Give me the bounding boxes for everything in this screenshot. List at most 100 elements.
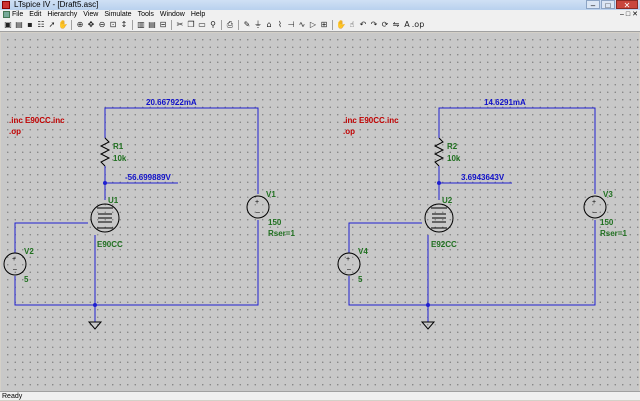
rotate-icon[interactable]: ⟳ bbox=[381, 20, 389, 29]
right-circuit: + – + – .inc E90CC.inc .op 14.6291mA 3.6… bbox=[337, 98, 627, 330]
print-icon[interactable]: ⎙ bbox=[226, 20, 234, 29]
zoom-in-icon[interactable]: ⊕ bbox=[76, 20, 84, 29]
resistor-r2[interactable] bbox=[433, 137, 445, 167]
label-icon[interactable]: ⌂ bbox=[266, 20, 272, 29]
component-name: U1 bbox=[108, 196, 119, 205]
zoom-out-icon[interactable]: ⊖ bbox=[98, 20, 106, 29]
ground-symbol[interactable] bbox=[420, 321, 436, 330]
ground-symbol[interactable] bbox=[87, 321, 103, 330]
find-icon[interactable]: ⚲ bbox=[210, 20, 216, 29]
autorange-icon[interactable]: ↕ bbox=[120, 20, 128, 29]
diode-icon[interactable]: ▷ bbox=[309, 20, 317, 29]
menu-tools[interactable]: Tools bbox=[137, 11, 154, 18]
wire[interactable] bbox=[104, 107, 259, 194]
node-voltage-label: -56.699889V bbox=[125, 173, 171, 182]
wire[interactable] bbox=[14, 220, 259, 306]
spice-directive-include[interactable]: .inc E90CC.inc bbox=[343, 116, 399, 125]
mirror-icon[interactable]: ⇋ bbox=[392, 20, 400, 29]
move-icon[interactable]: ✋ bbox=[336, 20, 346, 29]
menu-bar: File Edit Hierarchy View Simulate Tools … bbox=[0, 10, 640, 19]
halt-icon[interactable]: ✋ bbox=[58, 20, 68, 29]
component-value: E90CC bbox=[97, 240, 123, 249]
svg-text:+: + bbox=[12, 256, 16, 263]
component-icon[interactable]: ⊞ bbox=[320, 20, 328, 29]
component-name: V1 bbox=[266, 190, 276, 199]
component-name: R1 bbox=[113, 142, 124, 151]
toolbar-separator bbox=[332, 20, 333, 30]
resistor-r1[interactable] bbox=[99, 137, 111, 167]
close-window-icon[interactable]: ⊟ bbox=[159, 20, 167, 29]
paste-icon[interactable]: ▭ bbox=[198, 20, 206, 29]
wire[interactable] bbox=[14, 222, 88, 253]
menu-hierarchy[interactable]: Hierarchy bbox=[47, 11, 78, 18]
triode-u1[interactable] bbox=[90, 203, 120, 233]
component-attribute: Rser=1 bbox=[268, 229, 295, 238]
menu-edit[interactable]: Edit bbox=[29, 11, 42, 18]
menu-simulate[interactable]: Simulate bbox=[104, 11, 132, 18]
wire[interactable] bbox=[348, 220, 596, 306]
menu-window[interactable]: Window bbox=[159, 11, 185, 18]
menu-file[interactable]: File bbox=[12, 11, 24, 18]
spice-directive-op[interactable]: .op bbox=[9, 127, 21, 136]
component-attribute: Rser=1 bbox=[600, 229, 627, 238]
doc-minimize-button[interactable]: – bbox=[619, 11, 624, 18]
window-title: LTspice IV - [Draft5.asc] bbox=[14, 0, 99, 9]
open-icon[interactable]: ▤ bbox=[15, 20, 23, 29]
zoom-fit-icon[interactable]: ⊡ bbox=[109, 20, 117, 29]
pan-icon[interactable]: ✥ bbox=[87, 20, 95, 29]
close-button[interactable]: ✕ bbox=[616, 0, 638, 10]
wire-icon[interactable]: ✎ bbox=[243, 20, 251, 29]
voltage-source-v1[interactable]: + – bbox=[246, 195, 270, 219]
component-value: 150 bbox=[600, 218, 614, 227]
svg-text:–: – bbox=[256, 209, 260, 216]
component-value: 10k bbox=[447, 154, 461, 163]
control-panel-icon[interactable]: ☷ bbox=[37, 20, 45, 29]
menu-view[interactable]: View bbox=[83, 11, 99, 18]
cut-icon[interactable]: ✂ bbox=[176, 20, 184, 29]
drag-icon[interactable]: ☝ bbox=[349, 20, 355, 29]
toolbar-separator bbox=[238, 20, 239, 30]
left-circuit: + – + – .inc E90CC.inc .op 20.667922mA -… bbox=[3, 98, 295, 330]
voltage-source-v2[interactable]: + – bbox=[3, 252, 27, 276]
redo-icon[interactable]: ↷ bbox=[370, 20, 378, 29]
maximize-button[interactable]: □ bbox=[601, 0, 615, 10]
component-name: U2 bbox=[442, 196, 453, 205]
capacitor-icon[interactable]: ⊣ bbox=[287, 20, 295, 29]
wire[interactable] bbox=[348, 222, 422, 253]
document-icon[interactable] bbox=[3, 11, 10, 18]
status-text: Ready bbox=[2, 393, 23, 400]
voltage-source-v4[interactable]: + – bbox=[337, 252, 361, 276]
triode-u2[interactable] bbox=[424, 203, 454, 233]
component-name: V2 bbox=[24, 247, 34, 256]
ground-icon[interactable]: ⏚ bbox=[254, 20, 262, 29]
spice-directive-include[interactable]: .inc E90CC.inc bbox=[9, 116, 65, 125]
wire[interactable] bbox=[438, 107, 596, 194]
resistor-icon[interactable]: ⌇ bbox=[278, 20, 282, 29]
app-icon bbox=[2, 1, 10, 9]
new-schematic-icon[interactable]: ▣ bbox=[4, 20, 12, 29]
voltage-source-v3[interactable]: + – bbox=[583, 195, 607, 219]
spice-directive-op[interactable]: .op bbox=[343, 127, 355, 136]
copy-icon[interactable]: ❐ bbox=[187, 20, 195, 29]
doc-maximize-button[interactable]: □ bbox=[625, 11, 631, 18]
schematic-canvas[interactable] bbox=[1, 33, 639, 391]
inductor-icon[interactable]: ∿ bbox=[298, 20, 306, 29]
tile-vertical-icon[interactable]: ▥ bbox=[137, 20, 145, 29]
toolbar-separator bbox=[132, 20, 133, 30]
tile-horizontal-icon[interactable]: ▤ bbox=[148, 20, 156, 29]
current-label: 20.667922mA bbox=[146, 98, 197, 107]
junction-dot bbox=[426, 303, 430, 307]
svg-text:–: – bbox=[347, 266, 351, 273]
text-icon[interactable]: A bbox=[404, 20, 410, 29]
run-icon[interactable]: ➚ bbox=[48, 20, 56, 29]
doc-close-button[interactable]: ✕ bbox=[632, 11, 638, 18]
save-icon[interactable]: ▪ bbox=[27, 20, 33, 29]
junction-dot bbox=[437, 181, 441, 185]
menu-help[interactable]: Help bbox=[190, 11, 206, 18]
spice-directive-icon[interactable]: .op bbox=[411, 20, 425, 29]
minimize-button[interactable]: – bbox=[586, 0, 600, 10]
undo-icon[interactable]: ↶ bbox=[359, 20, 367, 29]
window-controls: – □ ✕ bbox=[586, 0, 638, 10]
component-value: 10k bbox=[113, 154, 127, 163]
